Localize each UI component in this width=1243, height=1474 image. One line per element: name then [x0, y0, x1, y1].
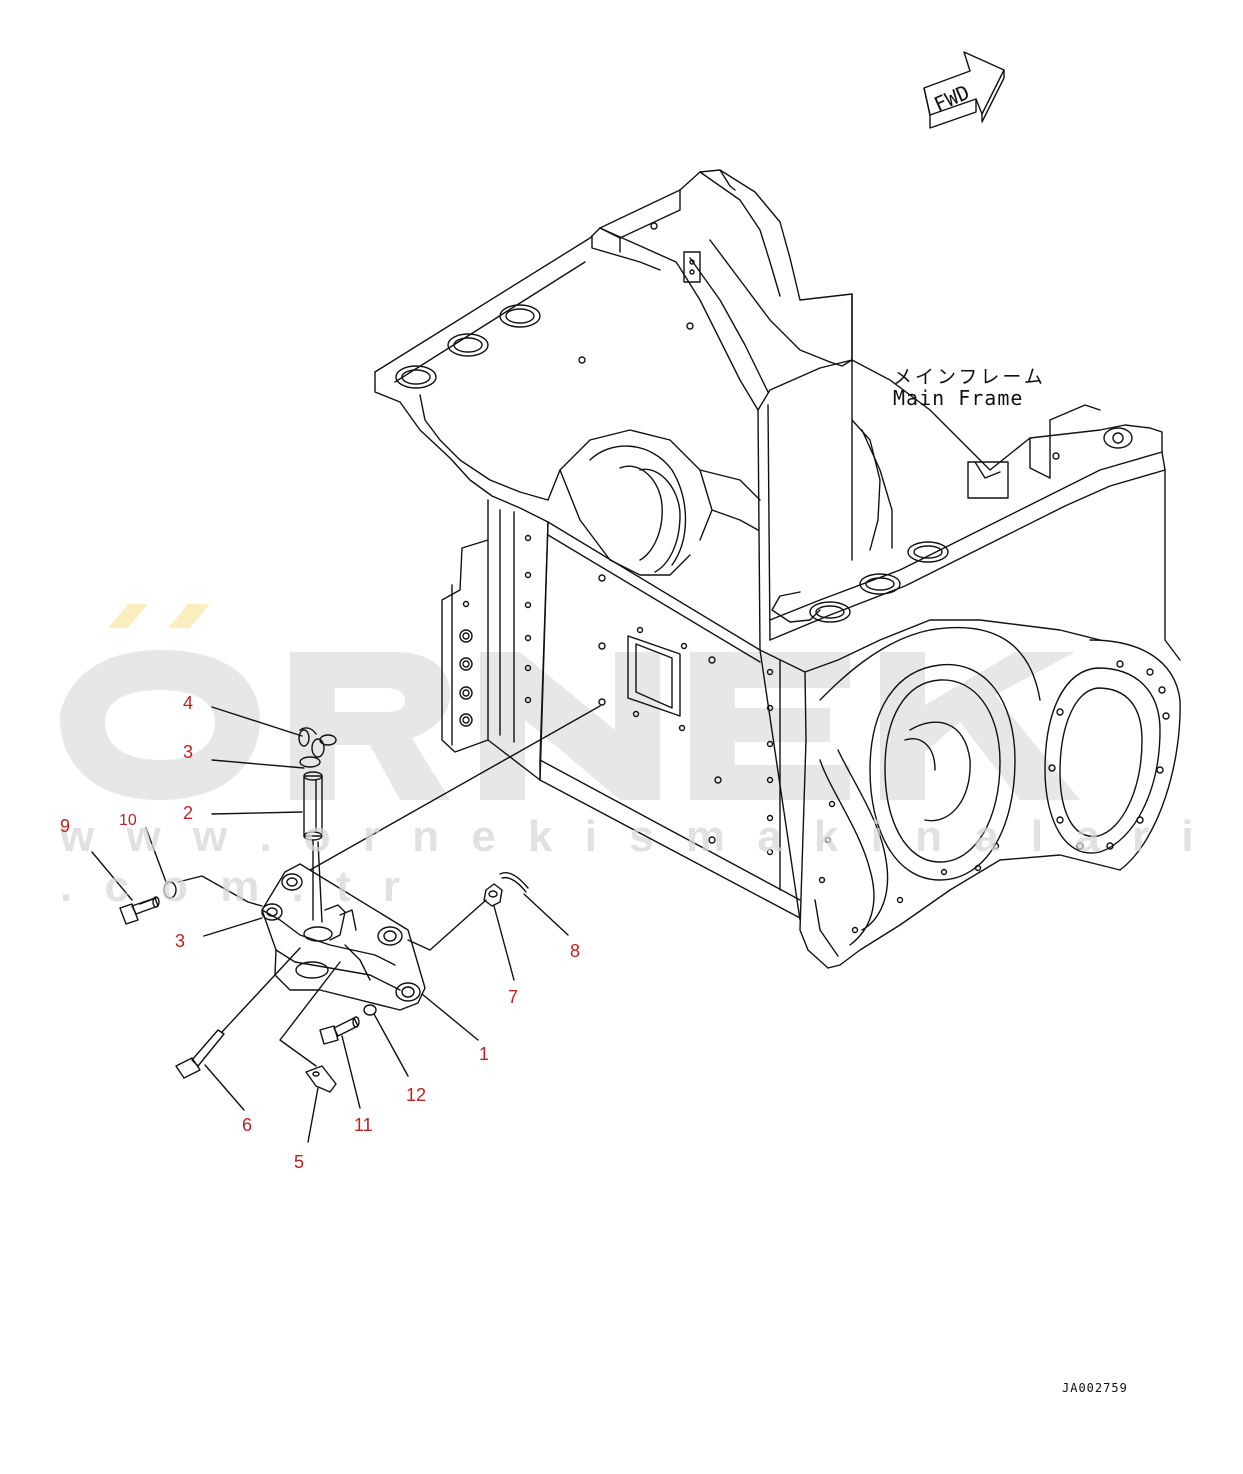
- callout-6[interactable]: 6: [242, 1115, 253, 1135]
- drawing-number: JA002759: [1062, 1381, 1128, 1395]
- lock-plate-5-part: [279, 961, 341, 1093]
- bolt-6-part: [175, 947, 301, 1079]
- main-frame-body: [374, 169, 1181, 969]
- watermark-logo: [60, 604, 1080, 800]
- bolt-11-part: [319, 1016, 360, 1045]
- main-frame-label-japanese: メインフレーム: [893, 366, 1046, 388]
- callout-3-lower[interactable]: 3: [175, 931, 186, 951]
- callout-5[interactable]: 5: [294, 1152, 305, 1172]
- callout-12[interactable]: 12: [406, 1085, 427, 1105]
- callout-10[interactable]: 10: [119, 812, 137, 829]
- callout-1[interactable]: 1: [479, 1044, 490, 1064]
- callout-2[interactable]: 2: [183, 803, 194, 823]
- mount-leader-line: [309, 705, 601, 871]
- bolt-9-part: [119, 896, 160, 925]
- washer-10-part: [163, 881, 177, 899]
- callout-9[interactable]: 9: [60, 816, 71, 836]
- callout-4[interactable]: 4: [183, 693, 194, 713]
- fwd-arrow-icon: [923, 51, 1005, 129]
- main-frame-label-english: Main Frame: [893, 386, 1024, 410]
- watermark-url: w w w . o r n e k i s m a k i n a l a r …: [60, 812, 1204, 911]
- washer-12-part: [363, 1004, 377, 1016]
- chain-part: [298, 727, 337, 768]
- callout-11[interactable]: 11: [354, 1115, 373, 1135]
- nut-7-part: [407, 883, 503, 951]
- callout-3-upper[interactable]: 3: [183, 742, 194, 762]
- hitch-bracket-part: [261, 863, 426, 1011]
- callout-leaders: [91, 706, 569, 1143]
- callout-8[interactable]: 8: [570, 941, 581, 961]
- callout-7[interactable]: 7: [508, 987, 519, 1007]
- cotter-pin-8-part: [499, 872, 529, 893]
- pin-part: [303, 771, 323, 841]
